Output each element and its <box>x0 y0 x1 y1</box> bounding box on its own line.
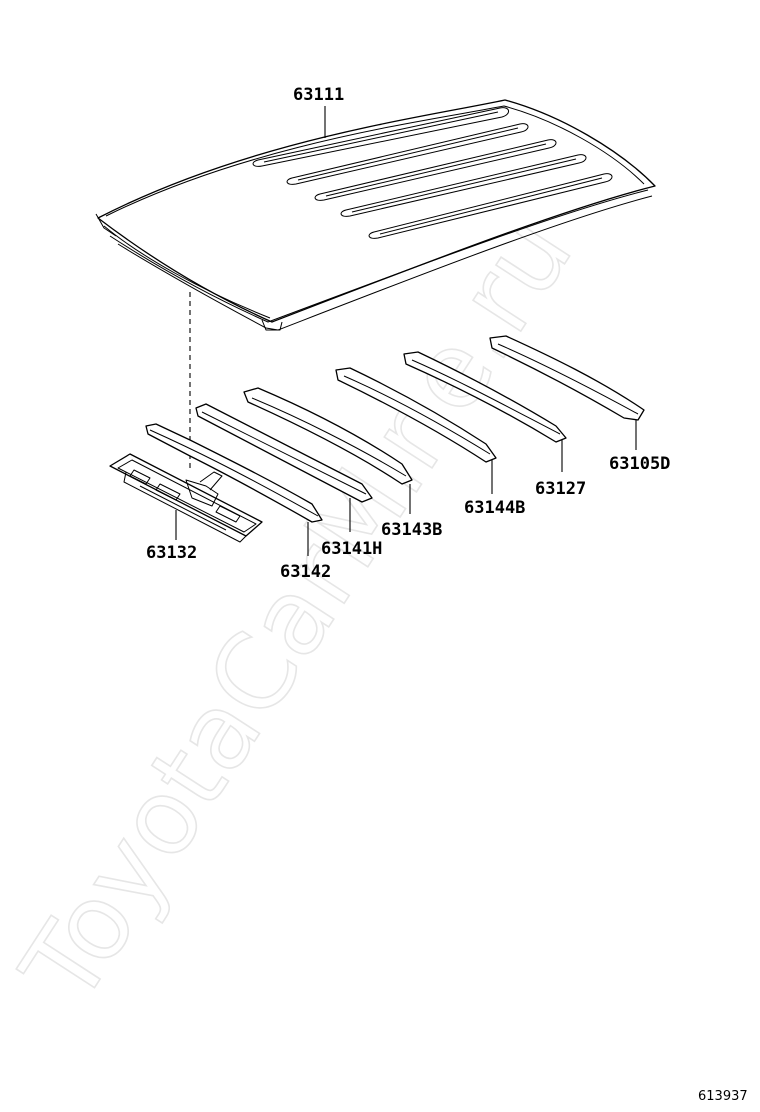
label-bow-5: 63127 <box>535 479 586 499</box>
roof-bow-63144b[interactable] <box>335 367 497 463</box>
front-header-panel[interactable] <box>109 453 263 543</box>
label-rear-header: 63105D <box>609 454 670 474</box>
roof-bow-63143b[interactable] <box>243 387 413 485</box>
label-roof-panel: 63111 <box>293 85 344 105</box>
label-bow-2: 63141H <box>321 539 382 559</box>
roof-bow-63142[interactable] <box>145 423 323 523</box>
watermark: ToyotaCarMine.ru <box>0 195 596 1024</box>
roof-bow-63127[interactable] <box>403 351 567 443</box>
reference-number: 613937 <box>698 1089 748 1104</box>
label-front-header-panel: 63132 <box>146 543 197 563</box>
label-bow-1: 63142 <box>280 562 331 582</box>
label-bow-4: 63144B <box>464 498 525 518</box>
roof-bow-63141h[interactable] <box>195 403 373 503</box>
label-bow-3: 63143B <box>381 520 442 540</box>
roof-panel[interactable] <box>95 99 656 331</box>
rear-header-63105d[interactable] <box>489 335 645 421</box>
